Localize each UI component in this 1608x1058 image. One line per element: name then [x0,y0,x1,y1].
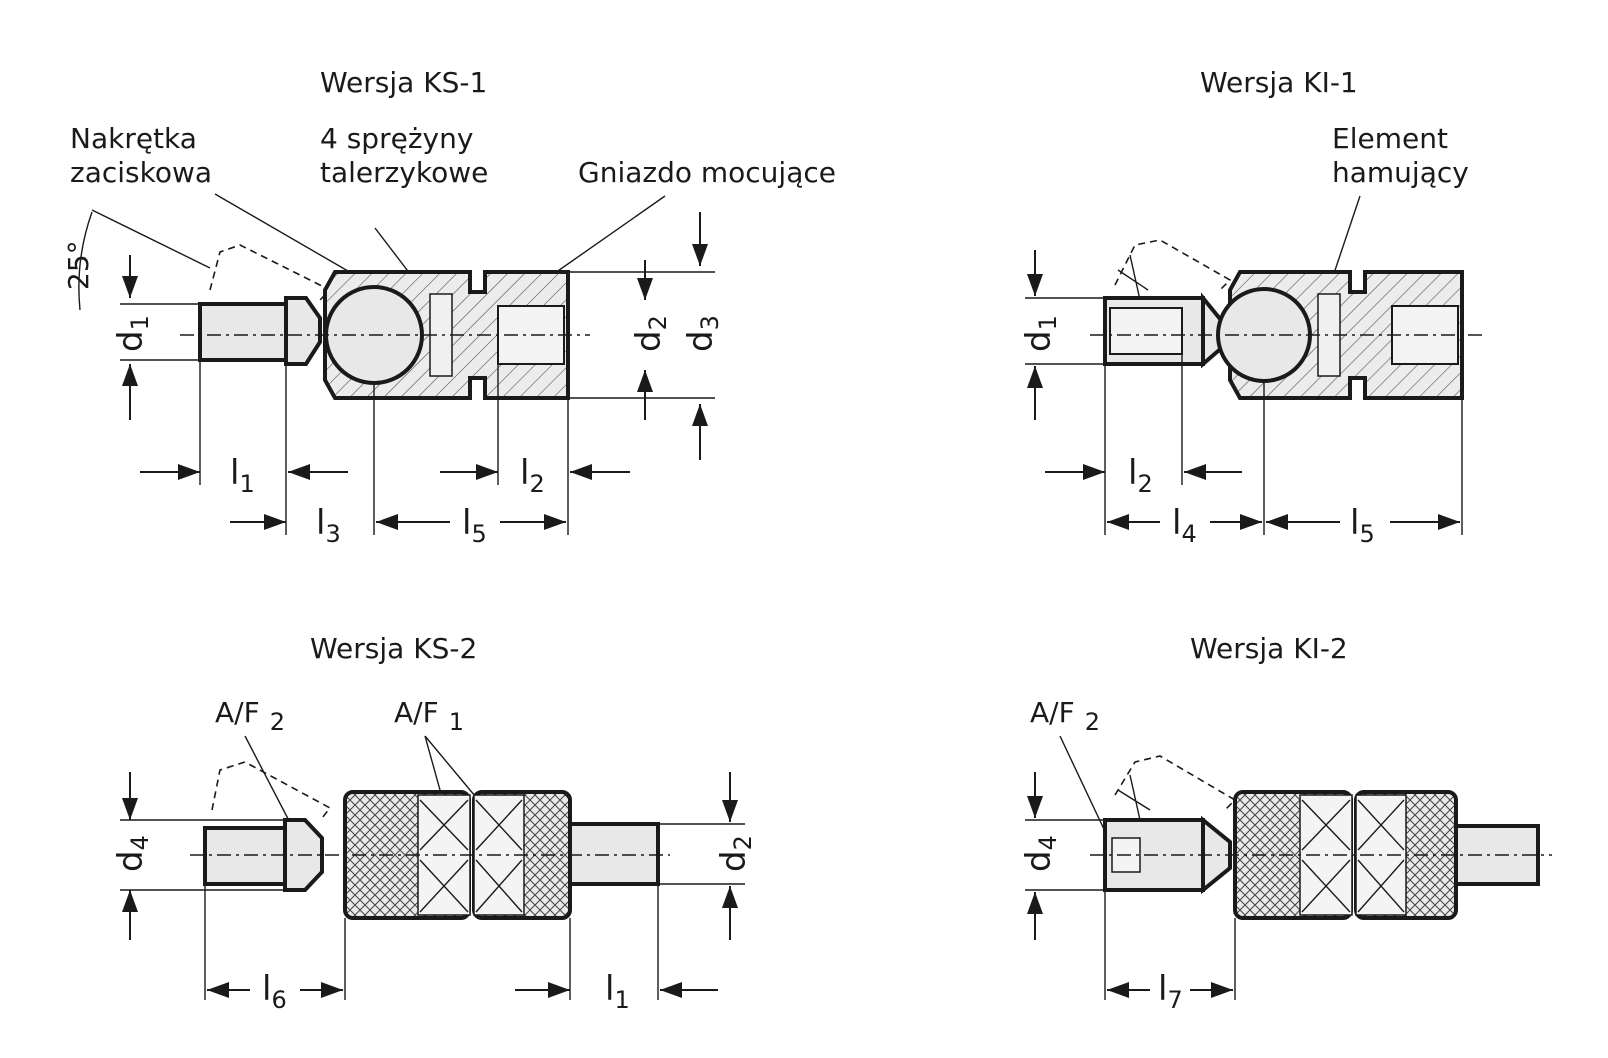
ki1-l4-label: l4 [1172,503,1197,548]
view-ki1: Wersja KI-1 Element hamujący d1 l2 l4 l5 [1019,66,1485,548]
ki2-af2-leader [1059,735,1111,843]
ki1-l2-label: l2 [1128,453,1153,498]
ki1-title: Wersja KI-1 [1200,66,1358,99]
nut-leader [214,193,361,279]
ks2-l1-label: l1 [605,969,630,1014]
ks2-title: Wersja KS-2 [310,632,477,665]
angle-ref-line [91,209,211,269]
ks2-d2-label: d2 [714,835,757,872]
ks1-l5-label: l5 [462,503,487,548]
ki2-ghost [1114,755,1237,811]
ks1-callout-springs-line2: talerzykowe [320,156,488,189]
ks1-callout-nut-line1: Nakrętka [70,122,197,155]
ki1-ghost [1114,239,1232,291]
ks2-l6-label: l6 [262,969,287,1014]
ks1-l2-label: l2 [520,453,545,498]
ks1-d3-label: d3 [681,315,724,352]
ki2-d4-label: d4 [1019,835,1062,872]
ks2-flat-crosses [419,799,523,913]
view-ks1: Wersja KS-1 Nakrętka zaciskowa 4 sprężyn… [62,66,836,548]
socket-leader [544,195,666,281]
ks2-stud-right [568,822,660,886]
ki2-l7-label: l7 [1158,969,1183,1014]
ki1-callout-line1: Element [1332,122,1448,155]
ki1-callout-line2: hamujący [1332,156,1469,189]
ks1-l1-label: l1 [230,453,255,498]
ki2-flat-crosses [1301,799,1405,913]
ks1-stud [198,302,288,362]
angle-arc [78,211,93,311]
ki1-ghost-x [1117,254,1149,301]
ki2-title: Wersja KI-2 [1190,632,1348,665]
ks2-d4-label: d4 [111,835,154,872]
ks1-title: Wersja KS-1 [320,66,487,99]
ks1-neck [284,296,322,366]
ks1-d1-label: d1 [111,315,154,352]
ki1-stud-bore [1109,307,1183,355]
ki1-d1-label: d1 [1019,315,1062,352]
ks1-callout-socket: Gniazdo mocujące [578,156,836,189]
ki2-ghost-x [1117,774,1151,821]
ks2-ghost [211,761,332,819]
ki2-neck [1201,815,1232,895]
ghost-stud [209,244,332,301]
ks2-stud-left [203,826,287,886]
ks1-l3-label: l3 [316,503,341,548]
ki1-l5-label: l5 [1350,503,1375,548]
ks1-d2-label: d2 [629,315,672,352]
ks1-callout-springs-line1: 4 sprężyny [320,122,473,155]
ks1-callout-nut-line2: zaciskowa [70,156,212,189]
